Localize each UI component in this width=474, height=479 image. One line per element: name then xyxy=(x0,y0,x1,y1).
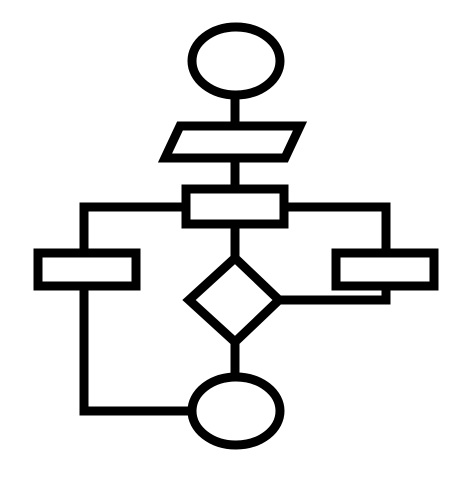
decision-diamond xyxy=(182,251,286,349)
process-right-box xyxy=(331,248,439,291)
connector-left-to-end xyxy=(79,286,194,416)
connector-process-to-right xyxy=(284,202,391,253)
start-terminal-ellipse xyxy=(187,22,285,100)
input-output-parallelogram xyxy=(157,121,308,163)
end-terminal-ellipse xyxy=(187,372,285,450)
connector-process-to-left xyxy=(79,202,186,253)
process-left-box xyxy=(33,248,141,291)
connector-decision-to-right xyxy=(279,286,391,305)
process-top-box xyxy=(181,184,289,229)
